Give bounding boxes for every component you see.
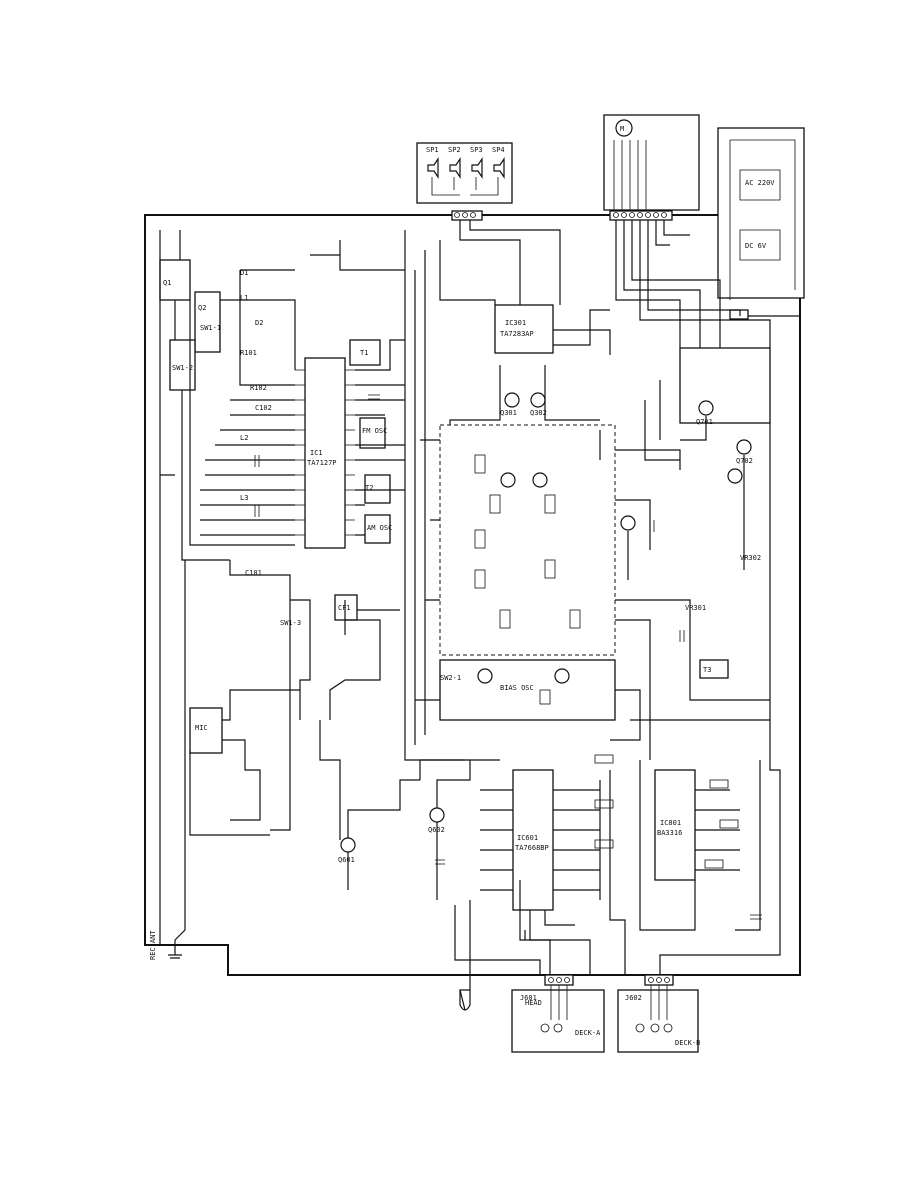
l1-label: L1 xyxy=(240,294,248,302)
q2-label: Q2 xyxy=(198,304,206,312)
speaker-box xyxy=(416,142,513,204)
osc-block-3 xyxy=(364,474,391,504)
t1-label: T1 xyxy=(360,349,368,357)
coil-block xyxy=(699,659,729,679)
power-box xyxy=(717,127,805,299)
ic-top xyxy=(494,304,554,354)
center-module xyxy=(439,424,616,656)
speakers xyxy=(427,157,505,196)
t3-label: T3 xyxy=(703,666,711,674)
sp1-label: SP1 xyxy=(426,146,439,154)
passive-components xyxy=(254,394,762,920)
motor-label: M xyxy=(620,125,624,133)
sw4-label: SW2-1 xyxy=(440,674,461,682)
deck-b-box xyxy=(617,989,699,1053)
head-label: HEAD xyxy=(525,999,542,1007)
ic-left xyxy=(304,357,346,549)
ic-top-part: TA7283AP xyxy=(500,330,534,338)
q701-label: Q701 xyxy=(696,418,713,426)
jack-symbol xyxy=(459,990,471,1011)
vr302-label: VR302 xyxy=(740,554,761,562)
q302-label: Q302 xyxy=(530,409,547,417)
ic-right-part: BA3316 xyxy=(657,829,682,837)
t2-label: T2 xyxy=(365,484,373,492)
ic-bottom-label: IC601 xyxy=(517,834,538,842)
sp3-label: SP3 xyxy=(470,146,483,154)
motor-symbol xyxy=(615,119,633,137)
deck-a-label: DECK-A xyxy=(575,1029,601,1037)
sw2-label: SW1-2 xyxy=(172,364,193,372)
wiring xyxy=(159,220,800,1011)
l2-label: L2 xyxy=(240,434,248,442)
ic-left-part: TA7127P xyxy=(307,459,337,467)
deck-heads xyxy=(540,985,673,1033)
mic-block xyxy=(189,707,223,754)
c102-label: C102 xyxy=(255,404,272,412)
ic-right-label: IC801 xyxy=(660,819,681,827)
sp2-label: SP2 xyxy=(448,146,461,154)
batt-label: DC 6V xyxy=(745,242,767,250)
d2-label: D2 xyxy=(255,319,263,327)
connector-power xyxy=(729,309,749,320)
q601-label: Q601 xyxy=(338,856,355,864)
ic-bottom-part: TA7668BP xyxy=(515,844,549,852)
board-outline xyxy=(144,214,801,976)
rec-ant-label: REC ANT xyxy=(149,930,157,960)
q301-label: Q301 xyxy=(500,409,517,417)
q1-label: Q1 xyxy=(163,279,171,287)
r101-label: R101 xyxy=(240,349,257,357)
deck-a-box xyxy=(511,989,605,1053)
antenna-block xyxy=(159,259,191,301)
c101-label: C101 xyxy=(245,569,262,577)
bias-label: BIAS OSC xyxy=(500,684,534,692)
cf-label: CF1 xyxy=(338,604,351,612)
sw3-label: SW1-3 xyxy=(280,619,301,627)
sp4-label: SP4 xyxy=(492,146,505,154)
osc-block-4 xyxy=(364,514,391,544)
connector-bottom-right xyxy=(644,974,674,986)
l3-label: L3 xyxy=(240,494,248,502)
osc-block-2 xyxy=(359,417,386,449)
fm-osc-label: FM OSC xyxy=(362,427,387,435)
d1-label: D1 xyxy=(240,269,248,277)
vr301-label: VR301 xyxy=(685,604,706,612)
right-subbox xyxy=(679,347,771,424)
mic-label: MIC xyxy=(195,724,208,732)
deck-b-label: DECK-B xyxy=(675,1039,700,1047)
connector-bottom-left xyxy=(544,974,574,986)
connector-top-left xyxy=(451,210,483,221)
motor-box xyxy=(603,114,700,211)
antenna-symbol xyxy=(168,940,182,959)
connector-top-right xyxy=(609,210,673,221)
sw1-label: SW1-1 xyxy=(200,324,221,332)
ic-right xyxy=(654,769,696,881)
am-osc-label: AM OSC xyxy=(367,524,392,532)
ic-top-label: IC301 xyxy=(505,319,526,327)
j601-label: J601 xyxy=(520,994,537,1002)
bias-module xyxy=(439,659,616,721)
power-label: AC 220V xyxy=(745,179,775,187)
r102-label: R102 xyxy=(250,384,267,392)
ic-left-pins xyxy=(295,369,355,536)
sw-block-1 xyxy=(194,291,221,353)
j602-label: J602 xyxy=(625,994,642,1002)
ic-left-label: IC1 xyxy=(310,449,323,457)
osc-block-1 xyxy=(349,339,381,366)
